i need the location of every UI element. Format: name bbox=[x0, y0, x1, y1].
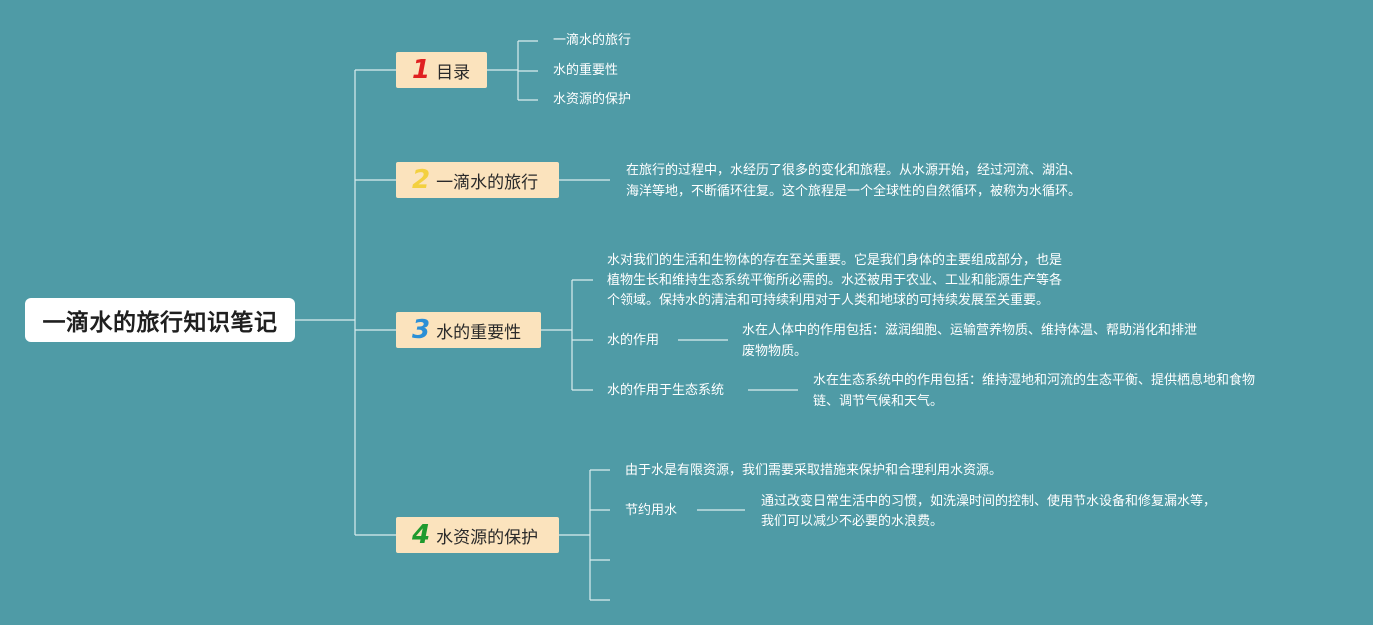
ecosystem-detail-line: 水在生态系统中的作用包括：维持湿地和河流的生态平衡、提供栖息地和食物 bbox=[813, 373, 1256, 388]
save-water-detail-line: 通过改变日常生活中的习惯，如洗澡时间的控制、使用节水设备和修复漏水等， bbox=[761, 494, 1217, 509]
branch-label: 水资源的保护 bbox=[436, 527, 539, 548]
importance-description-line: 植物生长和维持生态系统平衡所必需的。水还被用于农业、工业和能源生产等各 bbox=[607, 273, 1063, 288]
importance-description-line: 水对我们的生活和生物体的存在至关重要。它是我们身体的主要组成部分，也是 bbox=[607, 253, 1063, 268]
toc-item[interactable]: 一滴水的旅行 bbox=[553, 33, 632, 48]
toc-item[interactable]: 水资源的保护 bbox=[553, 92, 632, 107]
water-function-detail-line: 废物物质。 bbox=[742, 344, 808, 359]
journey-description-line: 海洋等地，不断循环往复。这个旅程是一个全球性的自然循环，被称为水循环。 bbox=[626, 184, 1082, 199]
sub-topic-save-water[interactable]: 节约用水 bbox=[625, 503, 678, 518]
branch-journey[interactable]: 2 一滴水的旅行 bbox=[396, 162, 559, 198]
ecosystem-detail-line: 链、调节气候和天气。 bbox=[813, 394, 944, 409]
protection-description-line: 由于水是有限资源，我们需要采取措施来保护和合理利用水资源。 bbox=[625, 463, 1003, 478]
branch-label: 目录 bbox=[436, 62, 471, 83]
branch-number: 4 bbox=[412, 520, 431, 550]
branch-toc[interactable]: 1 目录 bbox=[396, 52, 487, 88]
importance-description-line: 个领域。保持水的清洁和可持续利用对于人类和地球的可持续发展至关重要。 bbox=[607, 293, 1050, 308]
branch-number: 1 bbox=[412, 55, 431, 85]
save-water-detail-line: 我们可以减少不必要的水浪费。 bbox=[761, 514, 944, 529]
journey-description-line: 在旅行的过程中，水经历了很多的变化和旅程。从水源开始，经过河流、湖泊、 bbox=[626, 163, 1082, 178]
branch-importance[interactable]: 3 水的重要性 bbox=[396, 312, 541, 348]
branch-number: 3 bbox=[412, 315, 431, 345]
branch-protection[interactable]: 4 水资源的保护 bbox=[396, 517, 559, 553]
toc-item[interactable]: 水的重要性 bbox=[553, 63, 619, 78]
sub-topic-ecosystem[interactable]: 水的作用于生态系统 bbox=[607, 383, 725, 398]
root-topic[interactable]: 一滴水的旅行知识笔记 bbox=[25, 298, 295, 342]
branch-number: 2 bbox=[412, 165, 431, 195]
sub-topic-water-function[interactable]: 水的作用 bbox=[607, 333, 660, 348]
water-function-detail-line: 水在人体中的作用包括：滋润细胞、运输营养物质、维持体温、帮助消化和排泄 bbox=[742, 323, 1198, 338]
branch-label: 水的重要性 bbox=[436, 322, 522, 343]
root-title: 一滴水的旅行知识笔记 bbox=[42, 310, 278, 336]
branch-label: 一滴水的旅行 bbox=[436, 172, 539, 193]
